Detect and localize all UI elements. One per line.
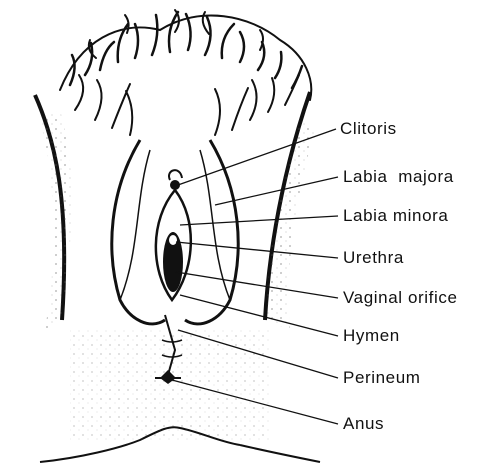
- label-anus: Anus: [343, 414, 384, 434]
- label-labia-majora: Labia majora: [343, 167, 454, 187]
- leader-urethra: [176, 242, 338, 258]
- leader-hymen: [180, 295, 338, 336]
- label-labia-minora: Labia minora: [343, 206, 448, 226]
- label-hymen: Hymen: [343, 326, 400, 346]
- label-urethra: Urethra: [343, 248, 404, 268]
- leader-labia-minora: [180, 216, 338, 225]
- pubic-hair: [60, 10, 311, 135]
- leader-labia-majora: [215, 177, 338, 205]
- label-vaginal-orifice: Vaginal orifice: [343, 288, 458, 308]
- label-clitoris: Clitoris: [340, 119, 397, 139]
- vestibule-shape: [156, 170, 191, 300]
- leader-vaginal-orifice: [176, 272, 338, 298]
- label-perineum: Perineum: [343, 368, 421, 388]
